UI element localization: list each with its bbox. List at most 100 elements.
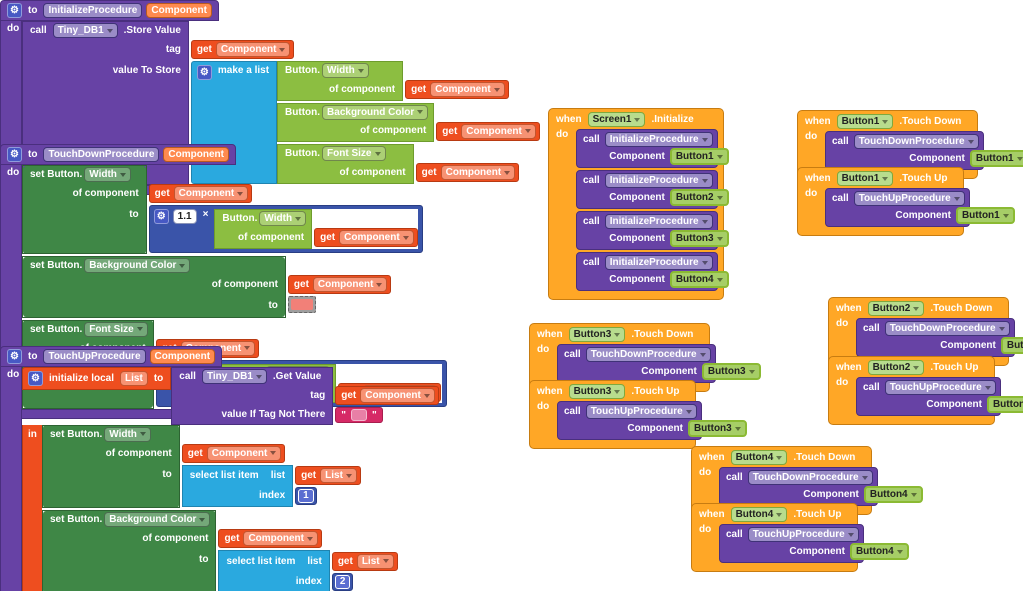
variable-dropdown[interactable]: Component xyxy=(430,82,505,97)
procedure-dropdown[interactable]: TouchUpProcedure xyxy=(884,380,996,395)
property-dropdown[interactable]: Width xyxy=(104,426,151,442)
variable-dropdown[interactable]: Component xyxy=(206,445,282,461)
component-dropdown[interactable]: Button1 xyxy=(836,114,894,129)
local-variable-field[interactable]: List xyxy=(120,371,148,386)
mutator-gear-icon[interactable]: ⚙ xyxy=(196,65,212,80)
procedure-dropdown[interactable]: TouchDownProcedure xyxy=(585,347,711,362)
variable-dropdown[interactable]: Component xyxy=(312,277,388,292)
procedure-dropdown[interactable]: InitializeProcedure xyxy=(604,255,713,270)
set-property-block[interactable]: set Button.Background Color of component… xyxy=(22,256,447,318)
procedure-param-field[interactable]: Component xyxy=(149,349,216,364)
component-block[interactable]: Button4 xyxy=(669,271,729,288)
empty-text-block[interactable]: "" xyxy=(335,407,383,423)
component-dropdown[interactable]: Button4 xyxy=(730,450,788,465)
component-dropdown[interactable]: Button3 xyxy=(568,327,626,342)
component-block[interactable]: Button1 xyxy=(969,150,1023,167)
property-dropdown[interactable]: Background Color xyxy=(322,104,429,120)
component-block[interactable]: Button3 xyxy=(687,420,747,437)
number-block[interactable]: 1 xyxy=(295,487,317,505)
component-block[interactable]: Button2 xyxy=(669,189,729,206)
number-block[interactable]: 2 xyxy=(331,572,354,591)
mutator-gear-icon[interactable]: ⚙ xyxy=(7,349,22,364)
variable-dropdown[interactable]: Component xyxy=(360,388,435,403)
tinydb-dropdown[interactable]: Tiny_DB1 xyxy=(52,23,118,38)
procedure-dropdown[interactable]: InitializeProcedure xyxy=(604,214,713,229)
call-tinydb-storevalue-block[interactable]: call Tiny_DB1 .Store Value tag get Compo… xyxy=(22,21,541,185)
component-dropdown[interactable]: Button2 xyxy=(867,301,925,316)
variable-dropdown[interactable]: Component xyxy=(173,186,249,201)
procedure-param-field[interactable]: Component xyxy=(146,3,212,18)
text-field[interactable] xyxy=(351,409,368,421)
component-dropdown[interactable]: Screen1 xyxy=(587,112,646,127)
mutator-gear-icon[interactable]: ⚙ xyxy=(153,209,169,224)
component-dropdown[interactable]: Button4 xyxy=(730,507,788,522)
component-block[interactable]: Button2 xyxy=(1000,337,1023,354)
component-block[interactable]: Button1 xyxy=(955,207,1015,224)
property-dropdown[interactable]: Font Size xyxy=(84,321,148,337)
component-dropdown[interactable]: Button1 xyxy=(836,171,894,186)
variable-dropdown[interactable]: Component xyxy=(461,123,536,139)
variable-dropdown[interactable]: List xyxy=(320,468,357,483)
procedure-dropdown[interactable]: TouchDownProcedure xyxy=(853,134,979,149)
color-swatch-block[interactable] xyxy=(287,296,316,313)
component-dropdown[interactable]: Button3 xyxy=(568,384,626,399)
mutator-gear-icon[interactable]: ⚙ xyxy=(7,147,22,162)
component-block[interactable]: Button4 xyxy=(849,543,909,560)
variable-dropdown[interactable]: Component xyxy=(339,230,414,245)
procedure-dropdown[interactable]: TouchDownProcedure xyxy=(747,470,873,485)
set-property-block[interactable]: set Button.Background Color of component… xyxy=(41,510,399,591)
initialize-local-block[interactable]: ⚙ initialize local List to call Tiny_DB1 xyxy=(22,367,440,591)
property-dropdown[interactable]: Background Color xyxy=(104,512,211,527)
property-dropdown[interactable]: Width xyxy=(259,211,307,226)
component-block[interactable]: Button2 xyxy=(986,396,1023,413)
procedure-def-initializeprocedure[interactable]: ⚙ to InitializeProcedure Component do ca… xyxy=(0,0,541,195)
procedure-dropdown[interactable]: TouchUpProcedure xyxy=(747,527,859,542)
procedure-dropdown[interactable]: TouchDownProcedure xyxy=(884,321,1010,336)
procedure-dropdown[interactable]: InitializeProcedure xyxy=(604,132,713,147)
property-dropdown[interactable]: Width xyxy=(322,63,369,78)
property-dropdown[interactable]: Width xyxy=(84,167,131,182)
component-block[interactable]: Button4 xyxy=(863,486,923,503)
component-dropdown[interactable]: Button2 xyxy=(867,360,925,375)
component-block[interactable]: Button3 xyxy=(701,363,761,380)
component-block[interactable]: Button3 xyxy=(669,230,729,247)
procedure-param-field[interactable]: Component xyxy=(163,147,229,162)
